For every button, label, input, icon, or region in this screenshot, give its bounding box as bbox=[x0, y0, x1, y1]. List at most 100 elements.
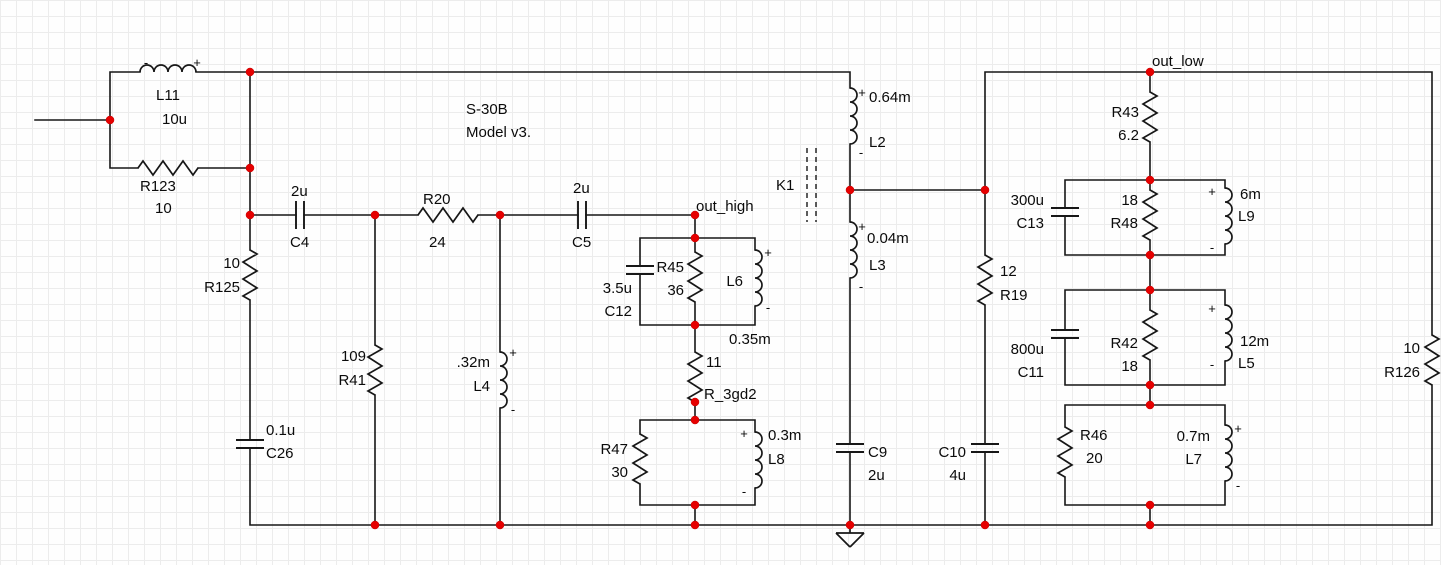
net-label-out-low[interactable]: out_low bbox=[1152, 53, 1204, 70]
component-C11[interactable]: 800u C11 bbox=[1011, 329, 1079, 381]
component-L11[interactable]: - + L11 10u bbox=[139, 55, 201, 128]
component-ref[interactable]: C4 bbox=[290, 234, 309, 251]
component-ref[interactable]: R43 bbox=[1111, 104, 1139, 121]
component-R_3gd2[interactable]: 11 R_3gd2 bbox=[686, 351, 757, 403]
component-value[interactable]: 4u bbox=[949, 467, 966, 484]
component-C26[interactable]: 0.1u C26 bbox=[236, 422, 295, 462]
component-L8[interactable]: + - 0.3m L8 bbox=[740, 426, 801, 499]
component-ref[interactable]: R20 bbox=[423, 191, 451, 208]
component-value[interactable]: 800u bbox=[1011, 341, 1044, 358]
component-R41[interactable]: 109 R41 bbox=[338, 344, 384, 396]
junction-dot bbox=[845, 185, 855, 195]
component-L2[interactable]: + - 0.64m L2 bbox=[849, 85, 911, 160]
component-value[interactable]: 36 bbox=[667, 282, 684, 299]
component-ref[interactable]: L11 bbox=[156, 87, 180, 104]
component-R42[interactable]: R42 18 bbox=[1110, 309, 1159, 375]
polarity-minus: - bbox=[742, 484, 746, 499]
component-R126[interactable]: 10 R126 bbox=[1384, 334, 1441, 386]
wires[interactable] bbox=[34, 71, 1433, 526]
component-value[interactable]: 0.04m bbox=[867, 230, 909, 247]
component-value[interactable]: 3.5u bbox=[603, 280, 632, 297]
component-value[interactable]: 30 bbox=[611, 464, 628, 481]
component-ref[interactable]: R45 bbox=[656, 259, 684, 276]
component-value[interactable]: 24 bbox=[429, 234, 446, 251]
component-ref[interactable]: C11 bbox=[1018, 364, 1044, 381]
component-C12[interactable]: 3.5u C12 bbox=[603, 265, 654, 320]
component-value[interactable]: 10 bbox=[223, 255, 240, 272]
component-K1[interactable]: K1 bbox=[776, 148, 817, 222]
component-C4[interactable]: 2u C4 bbox=[290, 183, 309, 251]
component-value[interactable]: 18 bbox=[1121, 358, 1138, 375]
net-label-out-high[interactable]: out_high bbox=[696, 198, 754, 215]
component-ref[interactable]: R_3gd2 bbox=[704, 386, 757, 403]
component-L7[interactable]: + - 0.7m L7 bbox=[1177, 421, 1242, 493]
component-ref[interactable]: L8 bbox=[768, 451, 785, 468]
component-R20[interactable]: R20 24 bbox=[417, 191, 479, 251]
component-value[interactable]: 2u bbox=[573, 180, 590, 197]
component-ref[interactable]: C10 bbox=[938, 444, 966, 461]
component-value[interactable]: 6m bbox=[1240, 186, 1261, 203]
component-R48[interactable]: 18 R48 bbox=[1110, 189, 1159, 241]
component-R46[interactable]: R46 20 bbox=[1056, 426, 1108, 478]
component-ref[interactable]: C13 bbox=[1016, 215, 1044, 232]
component-value[interactable]: 6.2 bbox=[1118, 127, 1139, 144]
component-R123[interactable]: R123 10 bbox=[137, 159, 199, 217]
component-ref[interactable]: R19 bbox=[1000, 287, 1028, 304]
component-ref[interactable]: C26 bbox=[266, 445, 294, 462]
component-ref[interactable]: R126 bbox=[1384, 364, 1420, 381]
component-ref[interactable]: L3 bbox=[869, 257, 886, 274]
component-ref[interactable]: R42 bbox=[1110, 335, 1138, 352]
component-ref[interactable]: R41 bbox=[338, 372, 366, 389]
component-value[interactable]: 10u bbox=[162, 111, 187, 128]
component-value[interactable]: 0.7m bbox=[1177, 428, 1210, 445]
component-ref[interactable]: L7 bbox=[1185, 451, 1202, 468]
component-value[interactable]: 18 bbox=[1121, 192, 1138, 209]
component-L5[interactable]: + - 12m L5 bbox=[1208, 301, 1269, 372]
component-ref[interactable]: R46 bbox=[1080, 427, 1108, 444]
component-value[interactable]: 0.1u bbox=[266, 422, 295, 439]
component-value[interactable]: 0.3m bbox=[768, 427, 801, 444]
component-ref[interactable]: R125 bbox=[204, 279, 240, 296]
component-value[interactable]: 10 bbox=[155, 200, 172, 217]
component-value[interactable]: 20 bbox=[1086, 450, 1103, 467]
component-ref[interactable]: C5 bbox=[572, 234, 591, 251]
component-value[interactable]: 10 bbox=[1403, 340, 1420, 357]
component-ref[interactable]: R48 bbox=[1110, 215, 1138, 232]
component-C9[interactable]: C9 2u bbox=[836, 443, 887, 484]
component-R19[interactable]: 12 R19 bbox=[976, 254, 1028, 306]
component-ref[interactable]: C9 bbox=[868, 444, 887, 461]
component-ref[interactable]: L6 bbox=[726, 273, 743, 290]
component-value[interactable]: 300u bbox=[1011, 192, 1044, 209]
component-R47[interactable]: R47 30 bbox=[600, 433, 649, 485]
component-value[interactable]: 2u bbox=[868, 467, 885, 484]
component-L9[interactable]: + - 6m L9 bbox=[1208, 184, 1261, 255]
junction-dot bbox=[105, 115, 115, 125]
component-ref[interactable]: L9 bbox=[1238, 208, 1255, 225]
component-value[interactable]: 11 bbox=[706, 354, 722, 371]
component-ref[interactable]: L2 bbox=[869, 134, 886, 151]
component-C10[interactable]: C10 4u bbox=[938, 443, 999, 484]
component-ref[interactable]: L4 bbox=[473, 378, 490, 395]
component-ref[interactable]: K1 bbox=[776, 177, 794, 194]
component-value[interactable]: 0.35m bbox=[729, 331, 771, 348]
component-value[interactable]: 0.64m bbox=[869, 89, 911, 106]
component-ref[interactable]: C12 bbox=[604, 303, 632, 320]
component-ref[interactable]: R123 bbox=[140, 178, 176, 195]
component-R45[interactable]: R45 36 bbox=[656, 251, 704, 303]
component-L4[interactable]: + - .32m L4 bbox=[457, 345, 517, 417]
component-C5[interactable]: 2u C5 bbox=[572, 180, 591, 251]
component-value[interactable]: 2u bbox=[291, 183, 308, 200]
component-value[interactable]: 109 bbox=[341, 348, 366, 365]
component-R43[interactable]: R43 6.2 bbox=[1111, 91, 1159, 144]
component-ref[interactable]: R47 bbox=[600, 441, 628, 458]
junction-dot bbox=[1145, 520, 1155, 530]
component-value[interactable]: .32m bbox=[457, 354, 490, 371]
component-value[interactable]: 12 bbox=[1000, 263, 1017, 280]
component-L6[interactable]: + - L6 0.35m bbox=[726, 245, 771, 348]
component-R125[interactable]: 10 R125 bbox=[204, 249, 259, 301]
component-C13[interactable]: 300u C13 bbox=[1011, 192, 1079, 232]
component-value[interactable]: 12m bbox=[1240, 333, 1269, 350]
component-L3[interactable]: + - 0.04m L3 bbox=[849, 219, 909, 294]
component-ref[interactable]: L5 bbox=[1238, 355, 1255, 372]
